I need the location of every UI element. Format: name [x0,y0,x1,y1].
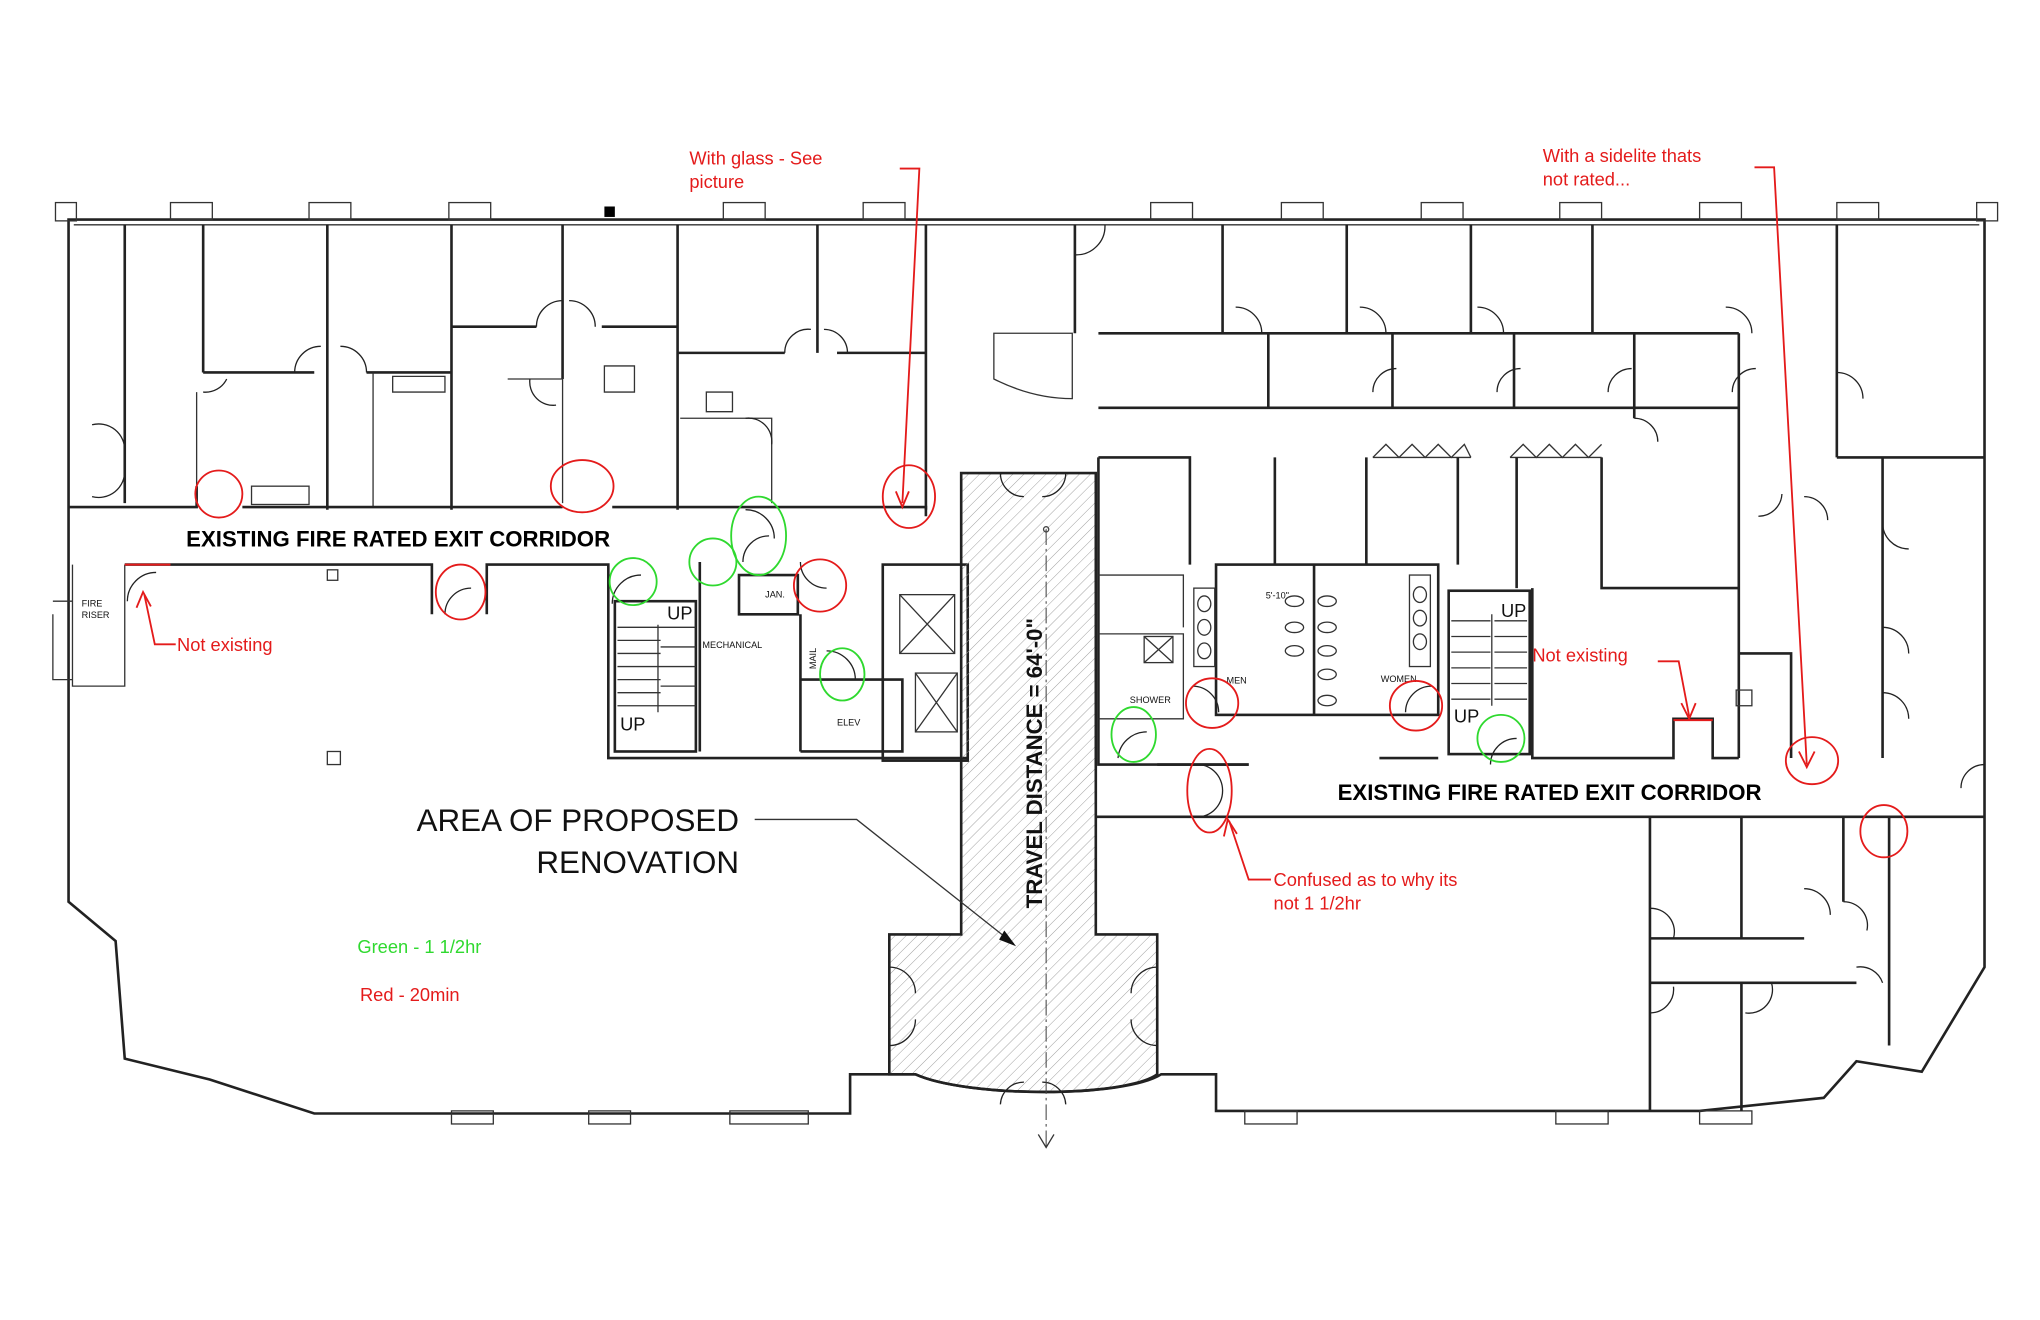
fire-riser-label-2: RISER [82,610,110,620]
stair-up-label: UP [1501,600,1526,621]
core-left [613,509,970,762]
elev-label: ELEV [837,717,861,727]
shower-label: SHOWER [1130,695,1171,705]
red-door-marker [1784,736,1840,786]
stair-up-label: UP [667,602,692,623]
note-sidelite: With a sidelite thats [1543,145,1702,166]
green-door-marker [688,537,738,587]
note-confused: Confused as to why its [1274,869,1458,890]
mechanical-label: MECHANICAL [702,640,762,650]
red-door-marker [792,558,848,613]
toilet-fixtures [1197,586,1428,707]
red-door-marker [549,459,615,514]
note-sidelite-2: not rated... [1543,169,1630,190]
green-door-marker [608,557,658,607]
green-door-marker [1110,706,1157,763]
east-core [1097,456,1910,766]
note-confused-2: not 1 1/2hr [1274,893,1361,914]
area-label-line1: AREA OF PROPOSED [417,803,739,838]
travel-corridor [888,471,1159,1149]
stair-treads-left [617,624,696,713]
mail-label: MAIL [808,648,818,669]
women-label: WOMEN [1381,674,1417,684]
note-with-glass: With glass - See [689,148,822,169]
red-door-marker [1388,679,1444,732]
south-east-offices [1095,763,1985,1111]
red-door-marker [1186,747,1233,834]
red-door-marker [434,563,487,621]
jan-label: JAN. [765,589,785,599]
stair-treads-right [1451,614,1528,706]
north-east-offices [993,224,1985,759]
north-west-offices [91,224,928,510]
legend-red: Red - 20min [360,984,460,1005]
legend-green: Green - 1 1/2hr [357,936,481,957]
room-labels: FIRE RISER MECHANICAL JAN. MAIL ELEV SHO… [82,589,1527,734]
men-label: MEN [1226,676,1246,686]
travel-distance-label: TRAVEL DISTANCE = 64'-0" [1022,618,1047,908]
green-door-marker [1476,713,1526,763]
red-door-marker [1859,804,1909,859]
area-label-line2: RENOVATION [536,845,739,880]
stair-up-label: UP [1454,706,1479,727]
green-door-marker [819,647,866,702]
corridor-label-east: EXISTING FIRE RATED EXIT CORRIDOR [1338,780,1762,805]
window-bays [54,201,1999,1125]
fire-riser-label: FIRE [82,598,103,608]
note-with-glass-2: picture [689,171,744,192]
red-door-markers [194,459,1909,859]
west-corridor-walls [52,486,968,766]
markup-annotations: With glass - See picture With a sidelite… [124,145,1816,914]
note-not-existing-east: Not existing [1532,644,1628,665]
dimension-label: 5'-10" [1266,591,1289,601]
green-door-marker [730,495,787,576]
stair-up-label: UP [620,714,645,735]
corridor-label-west: EXISTING FIRE RATED EXIT CORRIDOR [186,526,610,551]
green-door-markers [608,495,1526,763]
red-door-marker [1185,677,1240,729]
red-door-marker [881,464,936,529]
note-not-existing-west: Not existing [177,634,273,655]
red-door-marker [194,469,244,519]
